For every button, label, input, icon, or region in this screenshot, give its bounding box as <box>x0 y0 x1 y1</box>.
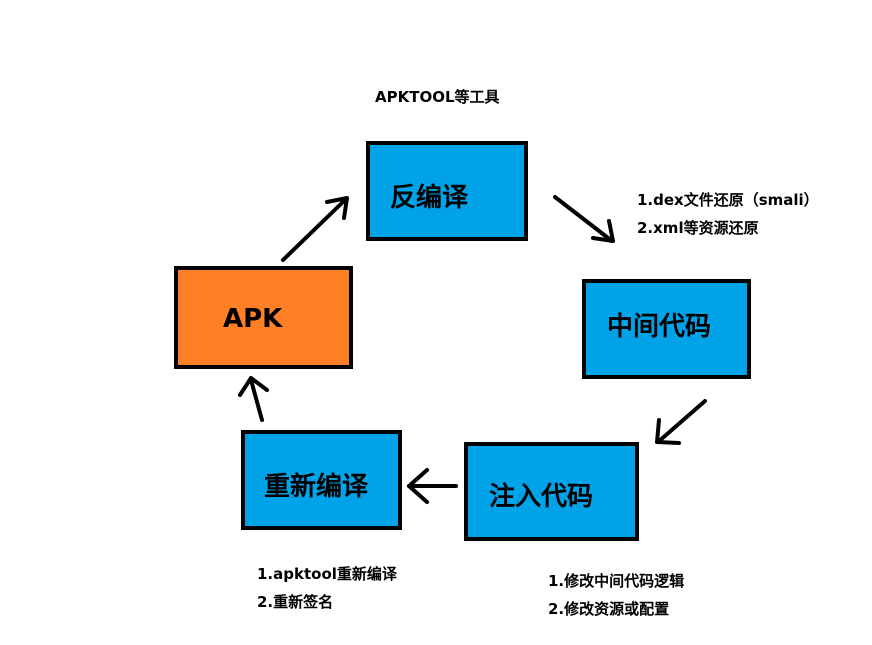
arrow-decompile-to-intermediate <box>553 195 615 243</box>
node-recompile: 重新编译 <box>241 430 402 530</box>
node-recompile-label: 重新编译 <box>264 472 369 502</box>
node-decompile: 反编译 <box>366 141 528 241</box>
arrow-apk-to-decompile <box>281 196 349 262</box>
recompile-note-1: 1.apktool重新编译 <box>257 565 397 583</box>
node-inject-code-label: 注入代码 <box>489 482 594 512</box>
arrow-recompile-to-apk <box>238 376 269 422</box>
node-apk: APK <box>174 266 353 369</box>
inject-note-2: 2.修改资源或配置 <box>548 600 670 618</box>
node-inject-code: 注入代码 <box>464 442 639 541</box>
decompile-note-2: 2.xml等资源还原 <box>637 219 759 237</box>
node-intermediate-code: 中间代码 <box>582 279 751 379</box>
arrow-intermediate-to-inject <box>655 399 707 445</box>
node-apk-label: APK <box>223 304 283 334</box>
recompile-note-2: 2.重新签名 <box>257 593 334 611</box>
arrow-inject-to-recompile <box>407 468 458 504</box>
tool-label: APKTOOL等工具 <box>375 88 500 106</box>
decompile-note-1: 1.dex文件还原（smali） <box>637 191 819 209</box>
node-decompile-label: 反编译 <box>390 183 469 213</box>
node-intermediate-code-label: 中间代码 <box>607 312 712 342</box>
inject-note-1: 1.修改中间代码逻辑 <box>548 572 685 590</box>
